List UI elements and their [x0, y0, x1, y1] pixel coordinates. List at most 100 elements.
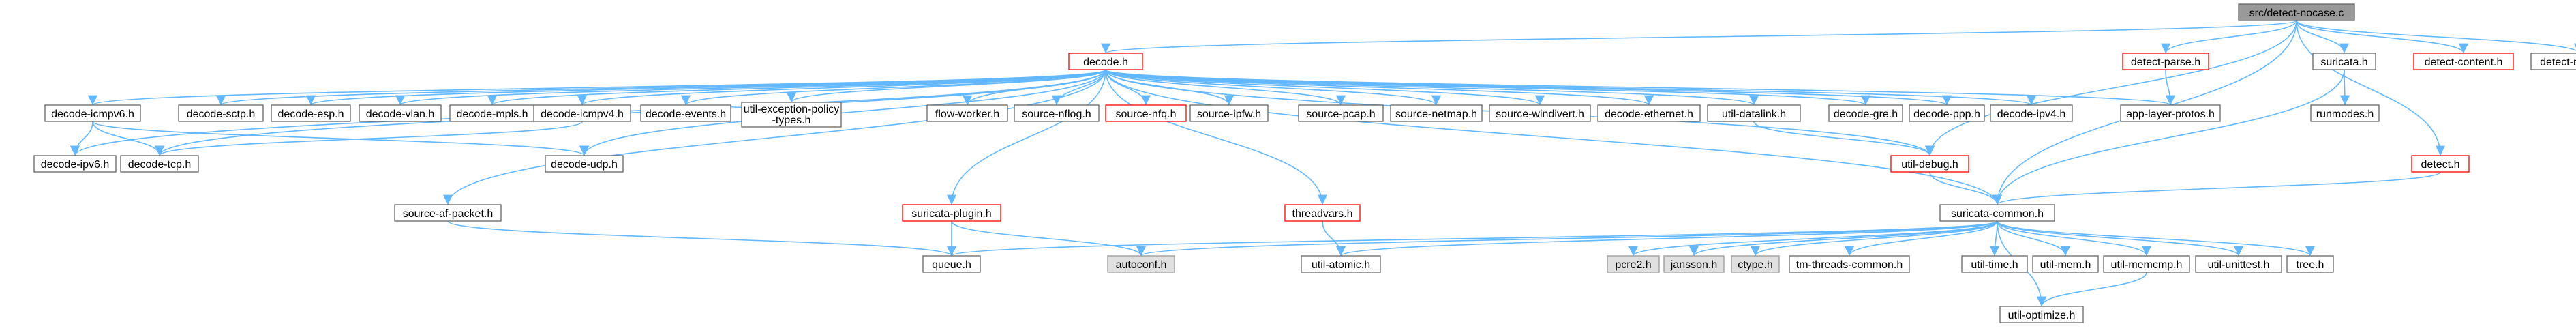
file-node-box: [2411, 155, 2470, 173]
file-node-label: decode-ipv6.h: [41, 159, 110, 171]
include-edge-suricata-common-h-to-tm-threads-common-h: [1844, 220, 1998, 257]
file-node-decode-esp-h[interactable]: decode-esp.h: [271, 104, 351, 122]
file-node-suricata-plugin-h[interactable]: suricata-plugin.h: [902, 204, 1001, 222]
include-edge-decode-icmpv6-h-to-decode-udp-h: [92, 121, 589, 156]
file-node-box: [2120, 104, 2221, 122]
file-node-decode-gre-h[interactable]: decode-gre.h: [1828, 104, 1903, 122]
file-node-label: decode-icmpv4.h: [541, 108, 624, 120]
file-node-box: [1663, 255, 1725, 273]
file-node-source-pcap-h[interactable]: source-pcap.h: [1298, 104, 1384, 122]
file-node-detect-nocase-h[interactable]: detect-nocase.h: [2530, 53, 2576, 70]
file-node-detect-parse-h[interactable]: detect-parse.h: [2122, 53, 2209, 70]
include-edge-detect-h-to-suricata-common-h: [1992, 171, 2441, 205]
file-node-util-mem-h[interactable]: util-mem.h: [2032, 255, 2099, 273]
file-node-suricata-h[interactable]: suricata.h: [2312, 53, 2376, 70]
file-node-app-layer-protos-h[interactable]: app-layer-protos.h: [2120, 104, 2221, 122]
file-node-flow-worker-h[interactable]: flow-worker.h: [926, 104, 1008, 122]
file-node-decode-tcp-h[interactable]: decode-tcp.h: [120, 155, 199, 173]
file-node-box: [1707, 104, 1801, 122]
file-node-source-nfq-h[interactable]: source-nfq.h: [1105, 104, 1187, 122]
file-node-source-netmap-h[interactable]: source-netmap.h: [1390, 104, 1483, 122]
file-node-label: decode-tcp.h: [128, 159, 192, 171]
file-node-source-nflog-h[interactable]: source-nflog.h: [1014, 104, 1100, 122]
file-node-box: [1890, 155, 1969, 173]
file-node-tm-threads-common-h[interactable]: tm-threads-common.h: [1789, 255, 1910, 273]
file-node-util-debug-h[interactable]: util-debug.h: [1890, 155, 1969, 173]
file-node-label: util-exception-policy-types.h: [744, 104, 840, 126]
file-node-runmodes-h[interactable]: runmodes.h: [2310, 104, 2380, 122]
include-edge-decode-icmpv6-h-to-decode-tcp-h: [92, 121, 165, 156]
file-node-box: [449, 104, 535, 122]
file-node-jansson-h[interactable]: jansson.h: [1663, 255, 1725, 273]
file-node-decode-ipv4-h[interactable]: decode-ipv4.h: [1990, 104, 2073, 122]
file-node-util-optimize-h[interactable]: util-optimize.h: [1999, 306, 2084, 323]
file-node-label: decode-mpls.h: [457, 108, 528, 120]
file-node-src-detect-nocase-c[interactable]: src/detect-nocase.c: [2238, 3, 2355, 21]
file-node-decode-udp-h[interactable]: decode-udp.h: [545, 155, 624, 173]
include-edge-decode-h-to-decode-ipv4-h: [1105, 69, 2036, 106]
file-node-decode-sctp-h[interactable]: decode-sctp.h: [178, 104, 264, 122]
file-node-decode-events-h[interactable]: decode-events.h: [640, 104, 731, 122]
file-node-source-af-packet-h[interactable]: source-af-packet.h: [394, 204, 502, 222]
file-node-tree-h[interactable]: tree.h: [2286, 255, 2334, 273]
include-edge-decode-h-to-decode-vlan-h: [395, 69, 1106, 106]
file-node-util-datalink-h[interactable]: util-datalink.h: [1707, 104, 1801, 122]
include-edge-decode-h-to-decode-tcp-h: [155, 69, 1106, 156]
file-node-box: [120, 155, 199, 173]
file-node-label: decode-sctp.h: [187, 108, 256, 120]
file-node-label: queue.h: [932, 259, 971, 271]
file-node-source-ipfw-h[interactable]: source-ipfw.h: [1189, 104, 1269, 122]
file-node-ctype-h[interactable]: ctype.h: [1731, 255, 1780, 273]
file-node-label: decode-ethernet.h: [1605, 108, 1693, 120]
file-node-autoconf-h[interactable]: autoconf.h: [1107, 255, 1175, 273]
file-node-label: source-ipfw.h: [1197, 108, 1261, 120]
file-node-box: [2103, 255, 2190, 273]
file-node-label: jansson.h: [1670, 259, 1718, 271]
file-node-label: tree.h: [2297, 259, 2324, 271]
include-edge-suricata-common-h-to-tree-h: [1997, 220, 2315, 257]
file-node-decode-vlan-h[interactable]: decode-vlan.h: [359, 104, 442, 122]
file-node-source-windivert-h[interactable]: source-windivert.h: [1489, 104, 1591, 122]
file-node-label: suricata-plugin.h: [911, 208, 991, 220]
file-node-decode-ipv6-h[interactable]: decode-ipv6.h: [33, 155, 117, 173]
file-node-label: ctype.h: [1738, 259, 1773, 271]
file-node-util-unittest-h[interactable]: util-unittest.h: [2195, 255, 2282, 273]
file-node-detect-h[interactable]: detect.h: [2411, 155, 2470, 173]
file-node-decode-ethernet-h[interactable]: decode-ethernet.h: [1597, 104, 1701, 122]
file-node-label: decode-gre.h: [1834, 108, 1898, 120]
file-node-label: util-time.h: [1971, 259, 2018, 271]
file-node-pcre2-h[interactable]: pcre2.h: [1607, 255, 1660, 273]
include-edge-suricata-common-h-to-util-memcmp-h: [1997, 220, 2152, 257]
file-node-label: detect.h: [2421, 159, 2460, 171]
file-node-label: decode-ppp.h: [1913, 108, 1980, 120]
file-node-label: source-pcap.h: [1306, 108, 1375, 120]
include-edge-decode-h-to-source-windivert-h: [1105, 69, 1545, 106]
file-node-box: [359, 104, 442, 122]
file-node-decode-icmpv6-h[interactable]: decode-icmpv6.h: [44, 104, 141, 122]
include-edge-suricata-h-to-suricata-common-h: [1992, 69, 2345, 205]
include-edge-decode-h-to-util-datalink-h: [1105, 69, 1759, 106]
file-node-queue-h[interactable]: queue.h: [922, 255, 981, 273]
file-node-util-time-h[interactable]: util-time.h: [1961, 255, 2028, 273]
include-edge-source-af-packet-h-to-queue-h: [447, 220, 956, 257]
include-edge-src-detect-nocase-c-to-suricata-h: [2296, 20, 2350, 54]
file-node-suricata-common-h[interactable]: suricata-common.h: [1939, 204, 2055, 222]
file-node-util-atomic-h[interactable]: util-atomic.h: [1301, 255, 1381, 273]
file-node-decode-ppp-h[interactable]: decode-ppp.h: [1909, 104, 1985, 122]
include-edge-decode-h-to-decode-mpls-h: [487, 69, 1106, 106]
file-node-box: [2286, 255, 2334, 273]
include-edge-decode-h-to-source-af-packet-h: [442, 69, 1106, 205]
file-node-label: runmodes.h: [2316, 108, 2374, 120]
file-node-detect-content-h[interactable]: detect-content.h: [2413, 53, 2514, 70]
file-node-decode-icmpv4-h[interactable]: decode-icmpv4.h: [533, 104, 631, 122]
file-node-threadvars-h[interactable]: threadvars.h: [1284, 204, 1361, 222]
include-edge-decode-icmpv6-h-to-decode-ipv6-h: [70, 121, 93, 156]
file-node-util-memcmp-h[interactable]: util-memcmp.h: [2103, 255, 2190, 273]
include-edge-decode-h-to-app-layer-protos-h: [1105, 69, 2175, 106]
file-node-decode-h[interactable]: decode.h: [1068, 53, 1143, 70]
file-node-box: [533, 104, 631, 122]
file-node-decode-mpls-h[interactable]: decode-mpls.h: [449, 104, 535, 122]
file-node-box: [2413, 53, 2514, 70]
file-node-util-exception-policy-types-h[interactable]: util-exception-policy-types.h: [741, 102, 842, 128]
